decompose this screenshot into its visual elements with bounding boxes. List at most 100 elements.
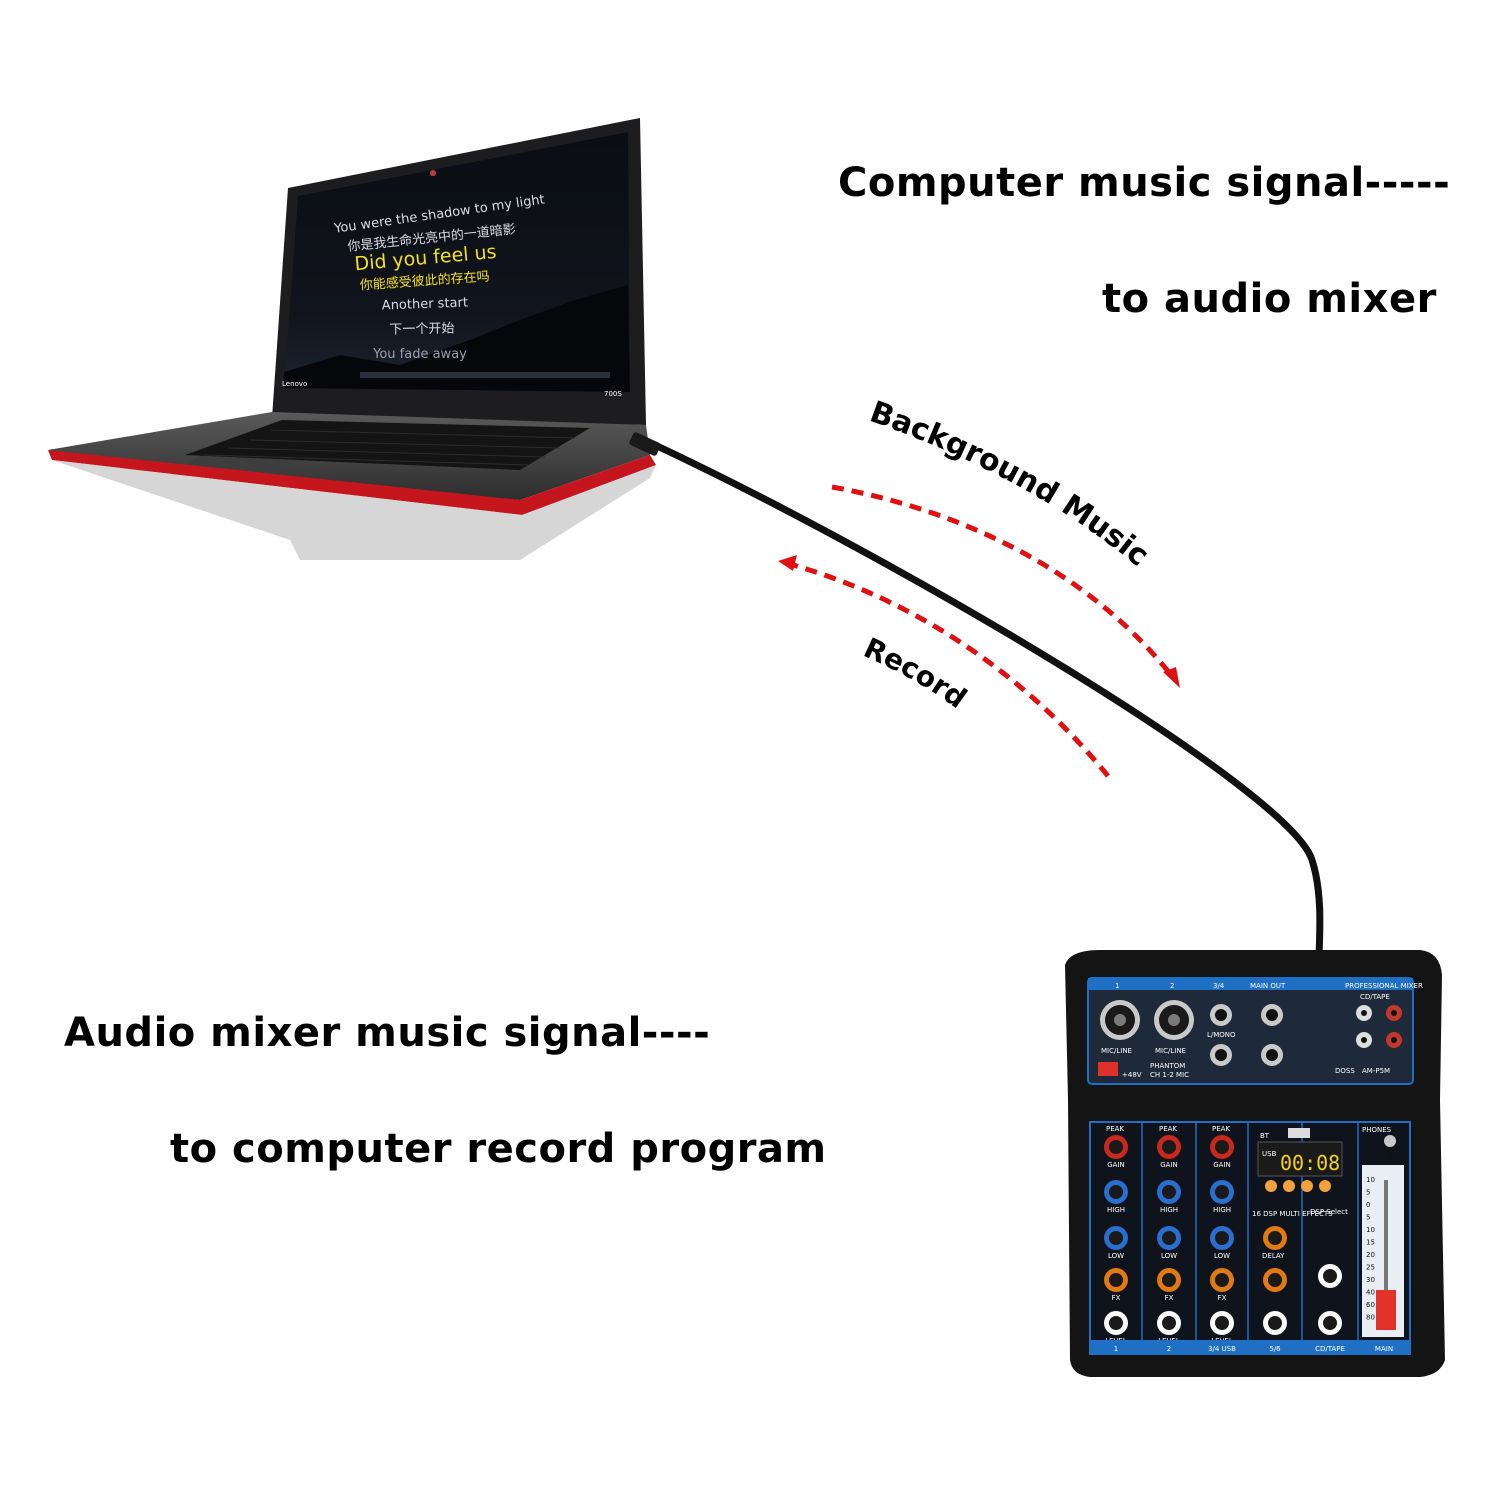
knob-high-ch1[interactable]	[1104, 1180, 1128, 1204]
knob-low-ch1[interactable]	[1104, 1226, 1128, 1250]
rear-label-3: 3/4	[1213, 982, 1225, 990]
keyboard-keys	[204, 429, 576, 466]
mixer-rear-header	[1088, 978, 1413, 990]
knob-high-ch2[interactable]	[1157, 1180, 1181, 1204]
rca-jacks	[1356, 1005, 1402, 1048]
knob-gain-ch1[interactable]	[1104, 1135, 1128, 1159]
laptop-brand: Lenovo	[282, 380, 307, 388]
usb-player-time: 00:08	[1280, 1151, 1340, 1175]
meter-tick-10: 40	[1366, 1289, 1375, 1297]
audio-mixer: 1 2 3/4 MAIN OUT PROFESSIONAL MIXER MIC/…	[1065, 950, 1445, 1377]
channel-label-3: 3/4 USB	[1208, 1345, 1236, 1353]
jack-type-2: MIC/LINE	[1155, 1047, 1186, 1055]
dsp-label: 16 DSP MULTI EFFECTS	[1252, 1210, 1333, 1218]
knob-label-fx-ch3: FX	[1218, 1294, 1227, 1302]
record-arrow	[785, 560, 1110, 778]
lyric-line-5: Another start	[382, 296, 469, 314]
mixer-front-panel	[1089, 1121, 1411, 1355]
usb-player-label: USB	[1262, 1150, 1277, 1158]
caption-mixer-to-computer-line-1: Audio mixer music signal----	[64, 1010, 711, 1056]
knob-label-fx-ch1: FX	[1112, 1294, 1121, 1302]
record-arrowhead	[778, 555, 797, 571]
meter-tick-8: 25	[1366, 1264, 1375, 1272]
meter-tick-7: 20	[1366, 1251, 1375, 1259]
player-buttons	[1265, 1180, 1331, 1192]
knob-high-ch3[interactable]	[1210, 1180, 1234, 1204]
meter-tick-12: 80	[1366, 1314, 1375, 1322]
knob-fx-ch3[interactable]	[1210, 1268, 1234, 1292]
channel-label-4: 5/6	[1269, 1345, 1281, 1353]
knob-fx-ch1[interactable]	[1104, 1268, 1128, 1292]
rear-label-2: 2	[1170, 982, 1174, 990]
phones-jack	[1384, 1135, 1396, 1147]
usb-player-display	[1257, 1141, 1343, 1177]
usb-port	[1288, 1128, 1310, 1138]
knob-fx-ch2[interactable]	[1157, 1268, 1181, 1292]
phantom-label: PHANTOM	[1150, 1062, 1185, 1070]
screen-landscape	[284, 285, 630, 392]
phantom-plus48: +48V	[1122, 1071, 1142, 1079]
background-music-arrowhead	[1163, 667, 1180, 688]
peak-label-ch2: PEAK	[1159, 1125, 1177, 1133]
laptop-model: 700S	[604, 390, 622, 398]
webcam-icon	[430, 170, 436, 176]
jack-type-mono: L/MONO	[1207, 1031, 1236, 1039]
knob-gain-ch2[interactable]	[1157, 1135, 1181, 1159]
dsp-select-label: DSP Select	[1310, 1208, 1348, 1216]
background-music-arrow	[831, 484, 1177, 682]
meter-tick-6: 15	[1366, 1239, 1375, 1247]
knob-level-ch2[interactable]	[1157, 1311, 1181, 1335]
meter-db-label: dB	[1388, 1154, 1397, 1162]
knob-gain-ch3[interactable]	[1210, 1135, 1234, 1159]
lyric-line-7: You fade away	[372, 347, 467, 362]
knob-label-gain-ch2: GAIN	[1160, 1161, 1178, 1169]
delay-label: DELAY	[1262, 1252, 1285, 1260]
channel-label-1: 1	[1114, 1345, 1118, 1353]
cable-wire	[651, 441, 1324, 994]
xlr-jack-1	[1100, 1000, 1140, 1040]
main-fader-track	[1384, 1180, 1388, 1330]
laptop-underside	[52, 460, 656, 560]
bt-label: BT	[1260, 1132, 1270, 1140]
knob-low-ch2[interactable]	[1157, 1226, 1181, 1250]
caption-computer-to-mixer-line-1: Computer music signal-----	[838, 160, 1451, 206]
phantom-sub: CH 1-2 MIC	[1150, 1071, 1189, 1079]
knob-level-ch56[interactable]	[1263, 1311, 1287, 1335]
knob-level-ch3[interactable]	[1210, 1311, 1234, 1335]
knob-low-ch3[interactable]	[1210, 1226, 1234, 1250]
rear-label-main-out: MAIN OUT	[1250, 982, 1286, 990]
knob-fx-ch56[interactable]	[1263, 1268, 1287, 1292]
knob-label-high-ch3: HIGH	[1213, 1206, 1231, 1214]
channel-dividers	[1141, 1122, 1359, 1354]
knob-level-ch1[interactable]	[1104, 1311, 1128, 1335]
knob-phones[interactable]	[1318, 1264, 1342, 1288]
meter-tick-2: 5	[1366, 1189, 1370, 1197]
knob-delay[interactable]	[1263, 1226, 1287, 1250]
channel-label-2: 2	[1167, 1345, 1171, 1353]
caption-mixer-to-computer-line-2: to computer record program	[170, 1126, 827, 1172]
laptop-red-trim	[48, 450, 656, 515]
main-fader-cap	[1376, 1290, 1396, 1330]
knob-label-low-ch2: LOW	[1161, 1252, 1177, 1260]
knob-level-cd[interactable]	[1318, 1311, 1342, 1335]
record-label: Record	[859, 631, 973, 715]
rear-label-1: 1	[1115, 982, 1119, 990]
mixer-brand: DOSS	[1335, 1067, 1355, 1075]
peak-label-ch1: PEAK	[1106, 1125, 1124, 1133]
laptop-plug	[629, 432, 661, 456]
knob-label-gain-ch1: GAIN	[1107, 1161, 1125, 1169]
knob-label-low-ch3: LOW	[1214, 1252, 1230, 1260]
meter-tick-9: 30	[1366, 1276, 1375, 1284]
meter-tick-1: 10	[1366, 1176, 1375, 1184]
mixer-model: AM-P5M	[1362, 1067, 1390, 1075]
peak-label-ch3: PEAK	[1212, 1125, 1230, 1133]
media-controls	[360, 372, 610, 378]
line-jacks	[1210, 1004, 1283, 1066]
xlr-jack-2	[1154, 1000, 1194, 1040]
knob-label-low-ch1: LOW	[1108, 1252, 1124, 1260]
knob-label-high-ch2: HIGH	[1160, 1206, 1178, 1214]
meter-tick-11: 60	[1366, 1301, 1375, 1309]
